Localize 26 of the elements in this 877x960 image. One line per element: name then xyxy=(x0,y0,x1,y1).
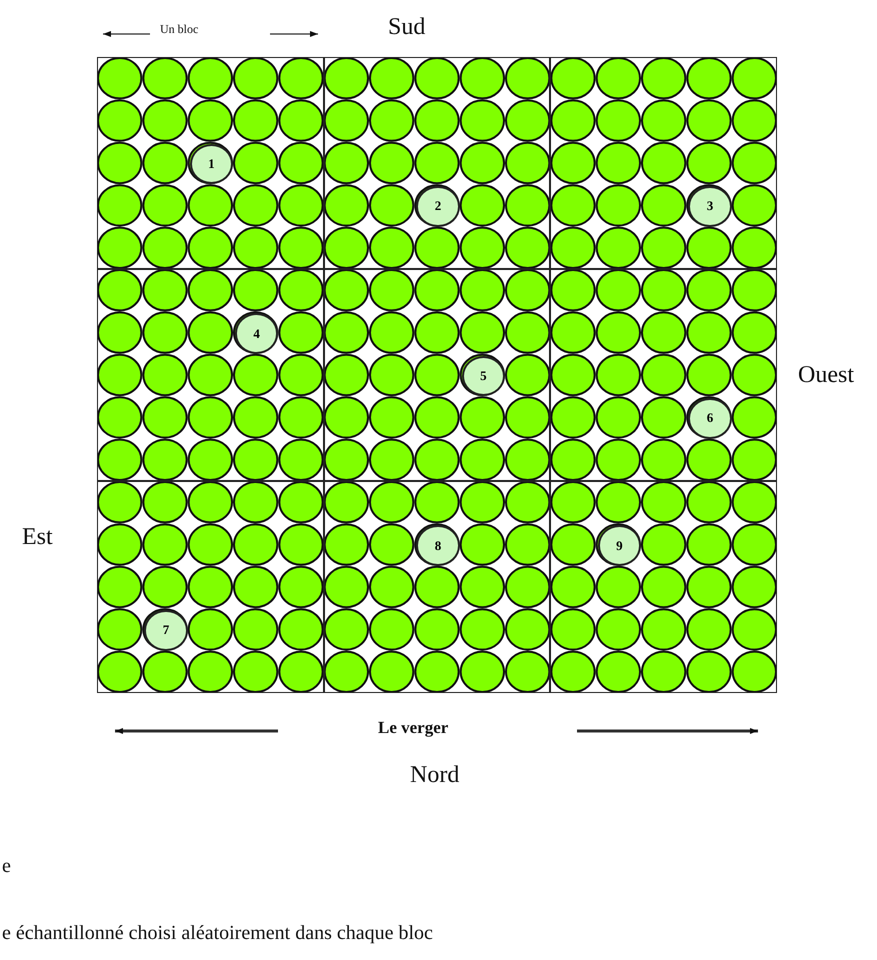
sampled-tree: 9 xyxy=(598,525,641,566)
note-text: e xyxy=(2,855,11,878)
sampled-tree: 7 xyxy=(144,610,188,651)
orchard-block xyxy=(97,481,324,693)
sampled-tree: 4 xyxy=(235,313,278,354)
compass-label: Sud xyxy=(388,14,426,41)
orchard-block xyxy=(97,269,324,481)
orchard-block xyxy=(550,57,777,269)
sampled-tree: 5 xyxy=(462,356,505,396)
sampled-tree: 1 xyxy=(190,144,233,184)
title-label: Le verger xyxy=(378,718,448,738)
orchard-block xyxy=(550,269,777,481)
orchard-block xyxy=(324,57,550,269)
sampled-tree: 8 xyxy=(416,525,460,566)
compass-label: Ouest xyxy=(798,362,854,389)
sampled-tree: 6 xyxy=(688,398,732,439)
compass-label: Nord xyxy=(410,762,460,789)
compass-label: Est xyxy=(22,524,53,551)
sampled-tree: 3 xyxy=(688,186,732,227)
sampled-tree: 2 xyxy=(416,186,460,227)
orchard-block xyxy=(550,481,777,693)
note-text: e échantillonné choisi aléatoirement dans chaque bloc xyxy=(2,922,433,945)
orchard-block xyxy=(324,269,550,481)
dimension-label: Un bloc xyxy=(160,22,198,37)
orchard-block xyxy=(324,481,550,693)
orchard-block xyxy=(97,57,324,269)
